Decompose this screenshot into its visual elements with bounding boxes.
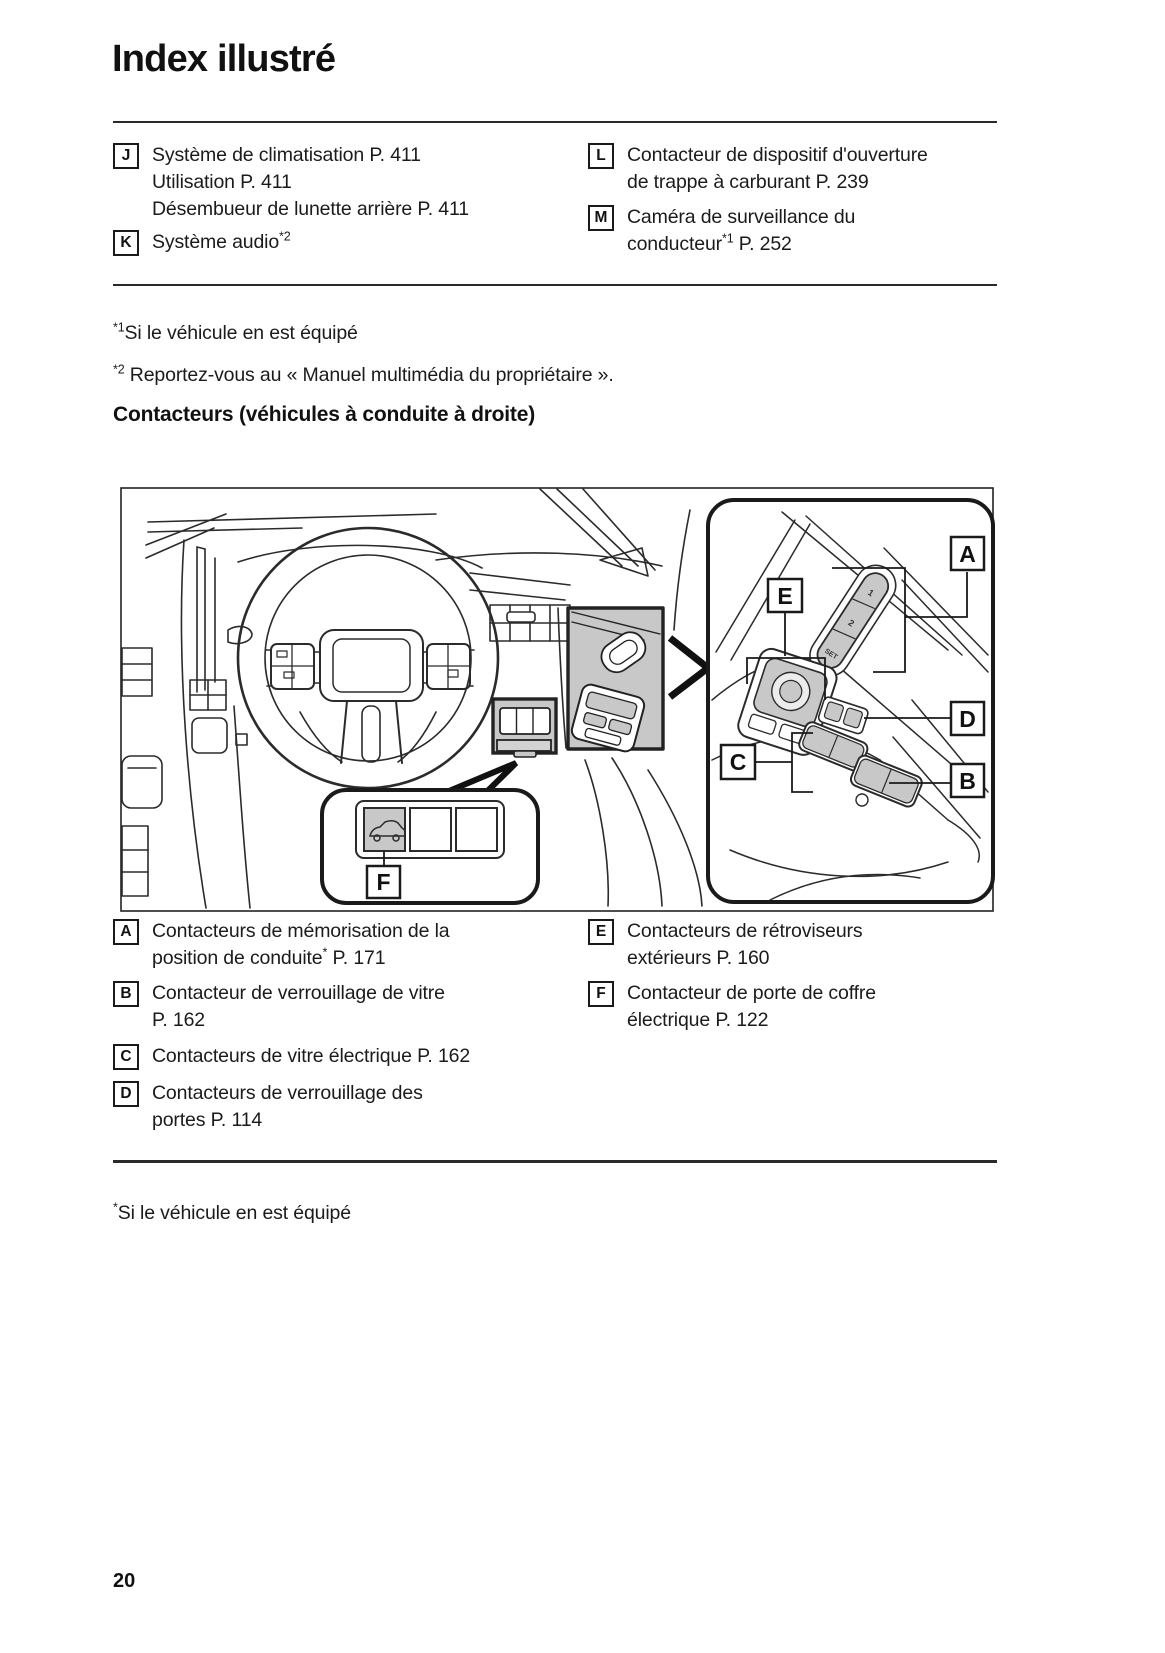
list-item-c-text: Contacteurs de vitre électrique P. 162 — [152, 1045, 471, 1067]
door-lock-switch — [817, 696, 869, 735]
list-item-l: L Contacteur de dispositif d'ouverture d… — [588, 142, 998, 196]
callout-box-c — [719, 743, 757, 781]
memory-switch: 1 2 SET — [809, 564, 897, 677]
cockpit-illustration: 1 2 SET — [120, 487, 995, 912]
dashboard-scene — [121, 488, 703, 909]
divider-bottom — [113, 1160, 997, 1163]
list-item-a: A Contacteurs de mémorisation de la posi… — [113, 918, 583, 972]
footnote-3: *Si le véhicule en est équipé — [113, 1200, 351, 1224]
list-item-e: E Contacteurs de rétroviseurs extérieurs… — [588, 918, 998, 972]
page-title: Index illustré — [112, 38, 336, 80]
window-switch-bank-2 — [849, 754, 923, 808]
list-item-c: C Contacteurs de vitre électrique P. 162 — [113, 1043, 583, 1070]
list-item-a-text: Contacteurs de mémorisation de la positi… — [152, 920, 450, 969]
callout-box-b — [949, 762, 986, 799]
list-item-e-text: Contacteurs de rétroviseurs extérieurs P… — [627, 920, 863, 969]
list-item-l-text: Contacteur de dispositif d'ouverture de … — [627, 144, 928, 193]
svg-text:2: 2 — [846, 618, 856, 629]
list-item-d: D Contacteurs de verrouillage des portes… — [113, 1080, 583, 1134]
list-item-b: B Contacteur de verrouillage de vitre P.… — [113, 980, 583, 1034]
callout-badge-m: M — [588, 205, 614, 231]
list-item-f-text: Contacteur de porte de coffre électrique… — [627, 982, 876, 1031]
window-lock-button — [855, 793, 869, 807]
divider-top-2 — [113, 284, 997, 286]
callout-badge-c: C — [113, 1044, 139, 1070]
list-item-j: J Système de climatisation P. 411 Utilis… — [113, 142, 583, 223]
list-item-k: K Système audio*2 — [113, 229, 583, 256]
svg-text:F: F — [376, 869, 390, 895]
callout-badge-d: D — [113, 1081, 139, 1107]
callout-badge-b: B — [113, 981, 139, 1007]
footnote-1: *1Si le véhicule en est équipé — [113, 320, 358, 344]
svg-text:B: B — [959, 768, 976, 794]
callout-box-f — [365, 864, 402, 900]
callout-box-d — [949, 700, 986, 737]
steering-wheel — [236, 526, 500, 790]
callout-badge-e: E — [588, 919, 614, 945]
callout-badge-j: J — [113, 143, 139, 169]
window-switch-bank-1 — [798, 721, 869, 772]
svg-text:1: 1 — [866, 587, 876, 598]
list-item-b-text: Contacteur de verrouillage de vitre P. 1… — [152, 982, 445, 1031]
callout-box-e — [766, 577, 804, 614]
list-item-f: F Contacteur de porte de coffre électriq… — [588, 980, 998, 1034]
footnote-2: *2 Reportez-vous au « Manuel multimédia … — [113, 362, 614, 386]
callout-boxes: A E D C B F — [365, 535, 986, 900]
callout-box-a — [949, 535, 986, 572]
svg-text:C: C — [730, 749, 747, 775]
svg-text:A: A — [959, 541, 976, 567]
door-trim-region — [566, 606, 665, 753]
callout-badge-l: L — [588, 143, 614, 169]
callout-badge-f: F — [588, 981, 614, 1007]
list-item-d-text: Contacteurs de verrouillage des portes P… — [152, 1082, 423, 1131]
divider-top — [113, 121, 997, 123]
back-door-inset — [320, 788, 540, 905]
callout-lines — [383, 567, 968, 866]
svg-text:E: E — [777, 583, 792, 609]
list-item-m-text: Caméra de surveillance du conducteur*1 P… — [627, 206, 856, 255]
suv-car-icon — [369, 819, 406, 842]
svg-text:D: D — [959, 706, 976, 732]
list-item-j-text: Système de climatisation P. 411 Utilisat… — [152, 144, 469, 220]
list-item-k-text: Système audio*2 — [152, 229, 291, 253]
callout-badge-k: K — [113, 230, 139, 256]
list-item-m: M Caméra de surveillance du conducteur*1… — [588, 204, 998, 258]
door-switch-cluster-small — [570, 683, 646, 753]
under-dash-panel-region — [491, 697, 558, 758]
back-door-button — [363, 807, 406, 852]
callout-badge-a: A — [113, 919, 139, 945]
section-heading: Contacteurs (véhicules à conduite à droi… — [113, 403, 535, 426]
page-number: 20 — [113, 1570, 136, 1592]
